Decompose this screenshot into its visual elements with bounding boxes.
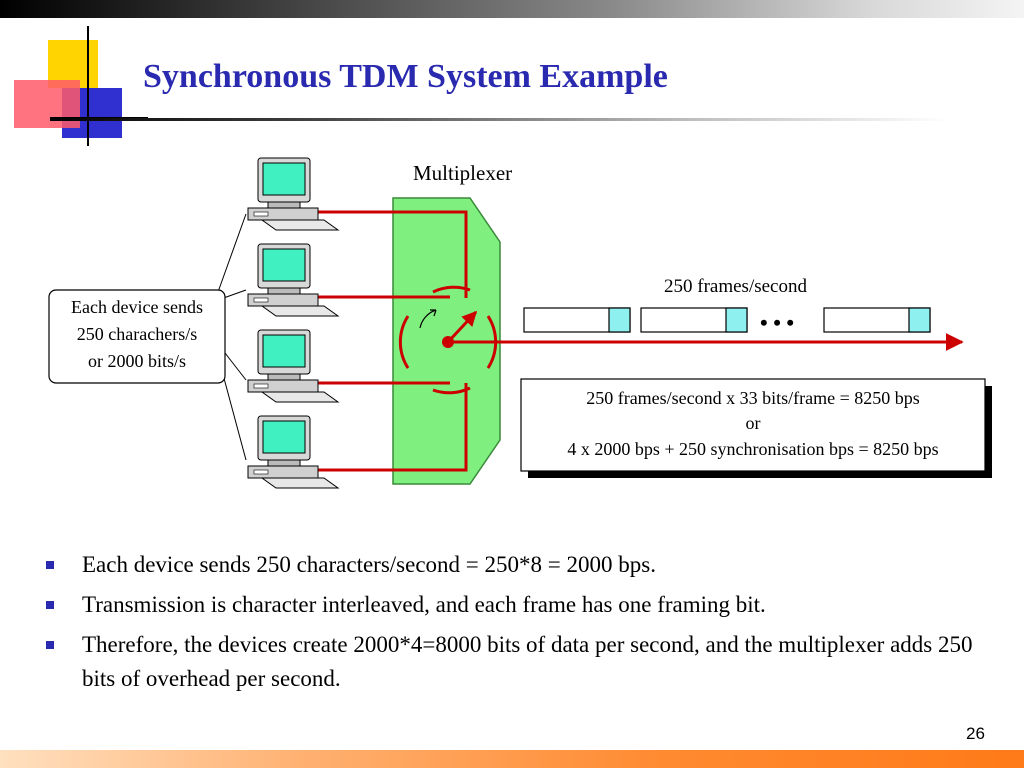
- calc-line-1: 250 frames/second x 33 bits/frame = 8250…: [586, 388, 920, 408]
- bullet-item: Each device sends 250 characters/second …: [40, 548, 980, 582]
- bottom-gradient-bar: [0, 750, 1024, 768]
- bullet-item: Therefore, the devices create 2000*4=800…: [40, 628, 980, 696]
- computer-icon-3: [247, 329, 340, 403]
- rotary-switch: [398, 285, 498, 395]
- device-callout-box: [48, 289, 226, 384]
- switch-needle: [446, 310, 478, 344]
- device-input-lines: [313, 210, 468, 472]
- callout-line-2: 250 charachers/s: [77, 324, 197, 344]
- bullet-list: Each device sends 250 characters/second …: [40, 548, 980, 702]
- computer-icon-2: [247, 243, 340, 317]
- tdm-diagram: Multiplexer 250 frames/second • • • 250 …: [48, 157, 992, 489]
- computer-icon-1: [247, 157, 340, 231]
- bullet-marker-icon: [46, 561, 54, 569]
- callout-line-3: or 2000 bits/s: [88, 351, 186, 371]
- callout-line-1: Each device sends: [71, 297, 203, 317]
- bullet-item: Transmission is character interleaved, a…: [40, 588, 980, 622]
- slide-logo-decoration: [14, 26, 148, 146]
- frame-1: [523, 307, 631, 333]
- bullet-text: Transmission is character interleaved, a…: [82, 592, 766, 617]
- calc-line-2: or: [746, 413, 761, 433]
- page-number: 26: [966, 724, 985, 743]
- bullet-text: Each device sends 250 characters/second …: [82, 552, 656, 577]
- bullet-marker-icon: [46, 601, 54, 609]
- input-line-1: [313, 210, 468, 298]
- frames-ellipsis: • • •: [760, 310, 794, 335]
- frame-3: [823, 307, 931, 333]
- input-line-4: [313, 383, 468, 472]
- frame-rate-label: 250 frames/second: [664, 276, 807, 297]
- slide-title: Synchronous TDM System Example: [143, 58, 668, 95]
- computer-icon-4: [247, 415, 340, 489]
- title-underline: [50, 118, 950, 121]
- bullet-text: Therefore, the devices create 2000*4=800…: [82, 632, 973, 691]
- top-gradient-bar: [0, 0, 1024, 18]
- multiplexer-label: Multiplexer: [413, 161, 512, 185]
- bullet-marker-icon: [46, 641, 54, 649]
- frame-2: [640, 307, 748, 333]
- calc-box: [520, 378, 986, 472]
- calc-line-3: 4 x 2000 bps + 250 synchronisation bps =…: [567, 439, 938, 459]
- rotation-arrow-icon: [419, 309, 437, 329]
